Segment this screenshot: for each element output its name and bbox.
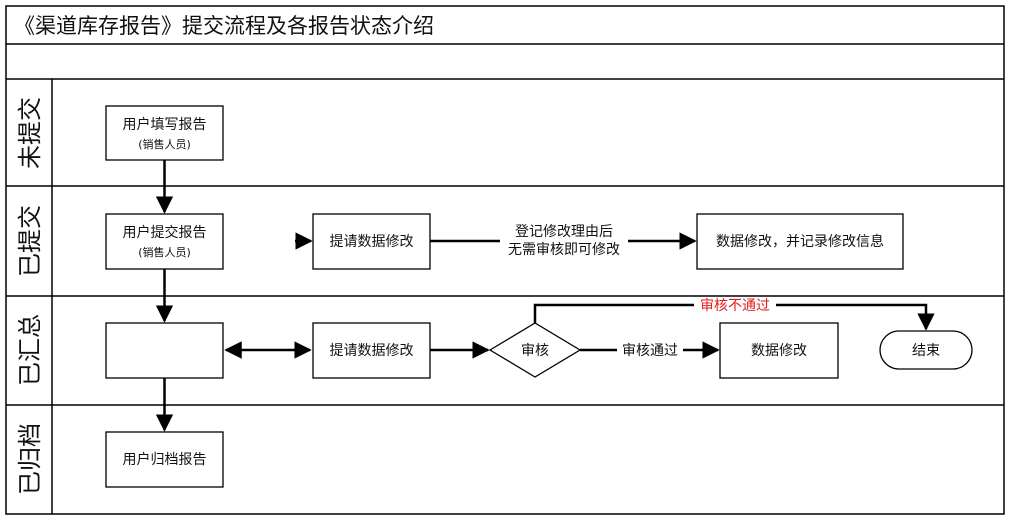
lane-label-summarized: 已汇总 xyxy=(16,314,44,386)
edge-review-fail-a xyxy=(533,303,694,323)
node-modify-data xyxy=(719,322,839,379)
node-end-terminator xyxy=(879,330,973,370)
edge-review-pass-label: 审核通过 xyxy=(622,343,678,359)
node-fill-report-sublabel: (销售人员) xyxy=(138,137,191,151)
node-request-modify-summarized-label: 提请数据修改 xyxy=(330,343,414,359)
node-fill-report xyxy=(105,105,224,161)
edge-review-fail-b xyxy=(776,303,935,331)
edge-register-label-line2: 无需审核即可修改 xyxy=(508,242,620,258)
node-record-modify xyxy=(696,213,904,270)
lane-label-unsubmitted: 未提交 xyxy=(16,97,44,169)
node-end-label: 结束 xyxy=(912,343,940,359)
node-submit-report xyxy=(105,213,224,270)
diagram-title: 《渠道库存报告》提交流程及各报告状态介绍 xyxy=(14,14,434,38)
node-archive-report-label: 用户归档报告 xyxy=(123,451,207,468)
node-archive-report xyxy=(105,431,224,488)
node-submit-report-label: 用户提交报告 xyxy=(123,224,207,241)
node-submit-report-sublabel: (销售人员) xyxy=(138,245,191,259)
node-fill-report-label: 用户填写报告 xyxy=(123,116,207,133)
edge-register-label-line1: 登记修改理由后 xyxy=(515,224,613,240)
node-summary-report xyxy=(105,322,224,379)
node-request-modify-submitted-label: 提请数据修改 xyxy=(330,234,414,250)
edge-review-fail-label: 审核不通过 xyxy=(700,298,770,314)
lane-label-archived: 已归档 xyxy=(16,423,44,495)
node-record-modify-label: 数据修改，并记录修改信息 xyxy=(716,233,884,250)
node-request-modify-summarized xyxy=(312,322,431,379)
node-modify-data-label: 数据修改 xyxy=(751,343,807,359)
node-review-label: 审核 xyxy=(521,343,549,359)
lane-label-submitted: 已提交 xyxy=(16,205,44,277)
